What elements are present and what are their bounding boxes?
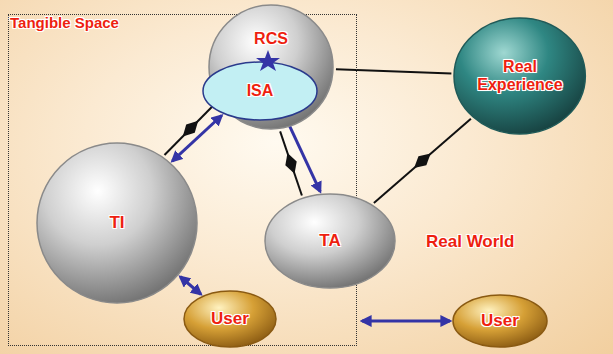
connector-line: [287, 120, 321, 192]
connector-line: [180, 277, 201, 295]
text-holder: TA: [264, 193, 396, 289]
text-holder: TI: [36, 142, 198, 304]
connector-line: [280, 131, 302, 195]
node-label: Real Experience: [468, 58, 572, 93]
connector: [180, 277, 201, 295]
node-label: ISA: [247, 82, 274, 100]
text-holder: RCS: [208, 4, 334, 130]
user-ellipse: User: [183, 290, 277, 348]
connector: [280, 131, 302, 195]
node-shape: [265, 194, 395, 288]
connector: [287, 120, 321, 192]
connector: [374, 119, 471, 203]
node-shape: [453, 295, 547, 347]
node-shape: [184, 291, 276, 347]
region-label: Real World: [426, 232, 514, 252]
diamond-head: [410, 149, 434, 172]
sphere-node: RCS ISA: [208, 4, 334, 130]
node-label: TA: [319, 232, 340, 251]
ellipse-node: ISA: [202, 61, 318, 121]
node-shape: [454, 18, 585, 134]
text-holder: User: [183, 290, 277, 348]
node-label: User: [481, 312, 519, 331]
node-label: Tangible Space: [10, 15, 119, 32]
node-shape: [203, 62, 317, 120]
user-ellipse: User: [452, 294, 548, 348]
text-holder: User: [452, 294, 548, 348]
text-holder: Real Experience: [453, 17, 586, 135]
text-holder: ISA: [202, 61, 318, 121]
ellipse-node: TA: [264, 193, 396, 289]
sphere-node: Real Experience: [453, 17, 586, 135]
connector: [362, 321, 450, 322]
connector-line: [172, 116, 221, 162]
text-holder: Tangible Space: [9, 15, 356, 32]
connector: [172, 116, 221, 162]
connector-line: [374, 119, 471, 203]
node-shape: [37, 143, 197, 303]
connector-line: [362, 320, 450, 323]
connector: [336, 69, 451, 73]
connector-line: [336, 69, 451, 73]
region-box: Tangible SpaceRCS ISA TI User: [8, 14, 357, 346]
node-label: TI: [109, 214, 124, 233]
node-label: RCS: [254, 30, 288, 48]
sphere-node: TI: [36, 142, 198, 304]
diamond-head: [282, 151, 300, 176]
star-symbol: [256, 50, 280, 71]
node-label: User: [211, 310, 249, 329]
